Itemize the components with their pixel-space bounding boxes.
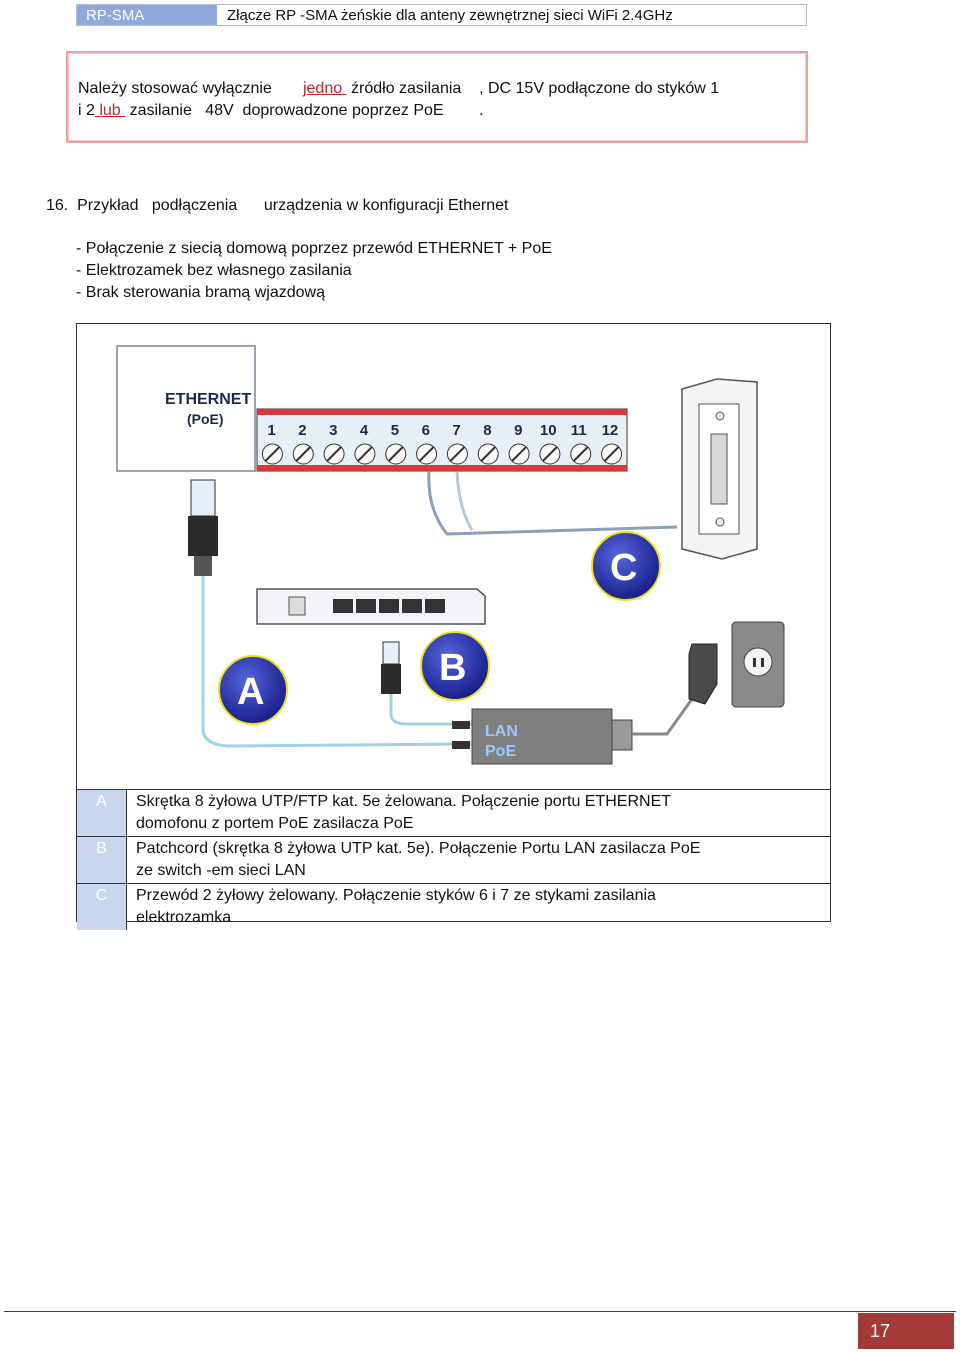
legend-description: Patchcord (skrętka 8 żyłowa UTP kat. 5e)… [127, 837, 830, 883]
cable-b [389, 694, 472, 726]
terminal-number: 8 [483, 422, 491, 439]
terminal-number: 9 [514, 422, 522, 439]
network-switch [256, 588, 486, 625]
legend-line: Przewód 2 żyłowy żelowany. Połączenie st… [136, 887, 656, 904]
terminal-slot [449, 446, 466, 462]
legend-description: Przewód 2 żyłowy żelowany. Połączenie st… [127, 884, 830, 930]
terminal-slot [357, 446, 373, 462]
wire-c-1 [427, 471, 678, 536]
legend-line: ze switch -em sieci LAN [136, 862, 306, 879]
injector-poe-label: PoE [485, 743, 516, 760]
switch-port [356, 599, 376, 613]
electric-strike [681, 378, 758, 560]
legend-row: B Patchcord (skrętka 8 żyłowa UTP kat. 5… [77, 837, 830, 884]
wire-c-2 [455, 471, 474, 531]
legend-line: Skrętka 8 żyłowa UTP/FTP kat. 5e żelowan… [136, 793, 672, 810]
injector-lan-label: LAN [485, 723, 518, 740]
marker-c: C [591, 531, 661, 601]
cable-a [201, 576, 473, 748]
warning-text: Należy stosować wyłącznie [78, 80, 303, 97]
terminal-number: 4 [360, 422, 369, 439]
marker-b: B [420, 631, 490, 701]
wall-socket [731, 621, 785, 708]
intercom-panel: ETHERNET (PoE) [116, 345, 256, 472]
terminal-number: 3 [329, 422, 337, 439]
warning-emphasis: lub [94, 102, 126, 119]
terminal-number: 7 [452, 422, 460, 439]
header-description: Złącze RP -SMA żeńskie dla anteny zewnęt… [227, 7, 673, 24]
ethernet-label: ETHERNET [165, 391, 251, 408]
bullet-list: - Połączenie z siecią domową poprzez prz… [76, 238, 552, 304]
switch-port [402, 599, 422, 613]
terminal-slot [573, 446, 589, 462]
page-number: 17 [858, 1313, 954, 1349]
power-cord [632, 698, 694, 736]
section-title: 16. Przykład podłączenia urządzenia w ko… [46, 197, 509, 214]
warning-emphasis: jedno [302, 80, 347, 97]
header-label: RP-SMA [77, 5, 217, 25]
terminal-number: 5 [391, 422, 399, 439]
warning-text: zasilanie 48V doprowadzone poprzez PoE . [125, 102, 484, 119]
terminal-number: 2 [298, 422, 306, 439]
switch-port [333, 599, 353, 613]
terminal-slot [418, 446, 435, 462]
legend-row: C Przewód 2 żyłowy żelowany. Połączenie … [77, 884, 830, 930]
terminal-number: 11 [571, 422, 587, 439]
terminal-slot [295, 446, 311, 462]
terminal-number: 6 [422, 422, 430, 439]
power-plug [688, 643, 718, 705]
warning-line-1: Należy stosować wyłącznie jedno źródło z… [78, 79, 719, 99]
switch-port [425, 599, 445, 613]
poe-injector: LAN PoE [452, 708, 633, 765]
terminal-slot [388, 446, 404, 462]
terminal-number: 12 [602, 422, 619, 439]
marker-c-label: C [610, 547, 637, 589]
terminal-number: 10 [540, 422, 557, 439]
warning-text: i 2 [78, 102, 95, 119]
marker-a-label: A [237, 671, 264, 713]
warning-line-2: i 2 lub zasilanie 48V doprowadzone poprz… [78, 101, 484, 121]
legend-row: A Skrętka 8 żyłowa UTP/FTP kat. 5e żelow… [77, 790, 830, 837]
legend-line: domofonu z portem PoE zasilacza PoE [136, 815, 414, 832]
terminal-slot [603, 446, 620, 462]
header-row: RP-SMA Złącze RP -SMA żeńskie dla anteny… [76, 4, 807, 26]
bullet-item: - Elektrozamek bez własnego zasilania [76, 262, 352, 279]
terminal-slot [264, 446, 281, 462]
terminal-slot [511, 446, 527, 462]
marker-a: A [218, 655, 288, 725]
legend-key: B [77, 837, 127, 883]
legend-key: C [77, 884, 127, 930]
marker-b-label: B [439, 647, 466, 689]
terminal-number: 1 [267, 422, 275, 439]
legend-description: Skrętka 8 żyłowa UTP/FTP kat. 5e żelowan… [127, 790, 830, 836]
legend-table: A Skrętka 8 żyłowa UTP/FTP kat. 5e żelow… [77, 789, 830, 930]
legend-line: Patchcord (skrętka 8 żyłowa UTP kat. 5e)… [136, 840, 701, 857]
bullet-item: - Połączenie z siecią domową poprzez prz… [76, 240, 552, 257]
legend-line: elektrozamka [136, 909, 232, 926]
terminal-slot [542, 446, 558, 462]
footer-divider [4, 1311, 956, 1312]
warning-box: Należy stosować wyłącznie jedno źródło z… [66, 51, 808, 143]
legend-key: A [77, 790, 127, 836]
terminal-slot [480, 446, 496, 462]
patch-plug [381, 641, 401, 694]
poe-label: (PoE) [187, 411, 224, 427]
switch-port [379, 599, 399, 613]
bullet-item: - Brak sterowania bramą wjazdową [76, 284, 325, 301]
terminal-slot [326, 446, 342, 462]
warning-text: źródło zasilania , DC 15V podłączone do … [346, 80, 720, 97]
ethernet-plug [188, 479, 218, 576]
